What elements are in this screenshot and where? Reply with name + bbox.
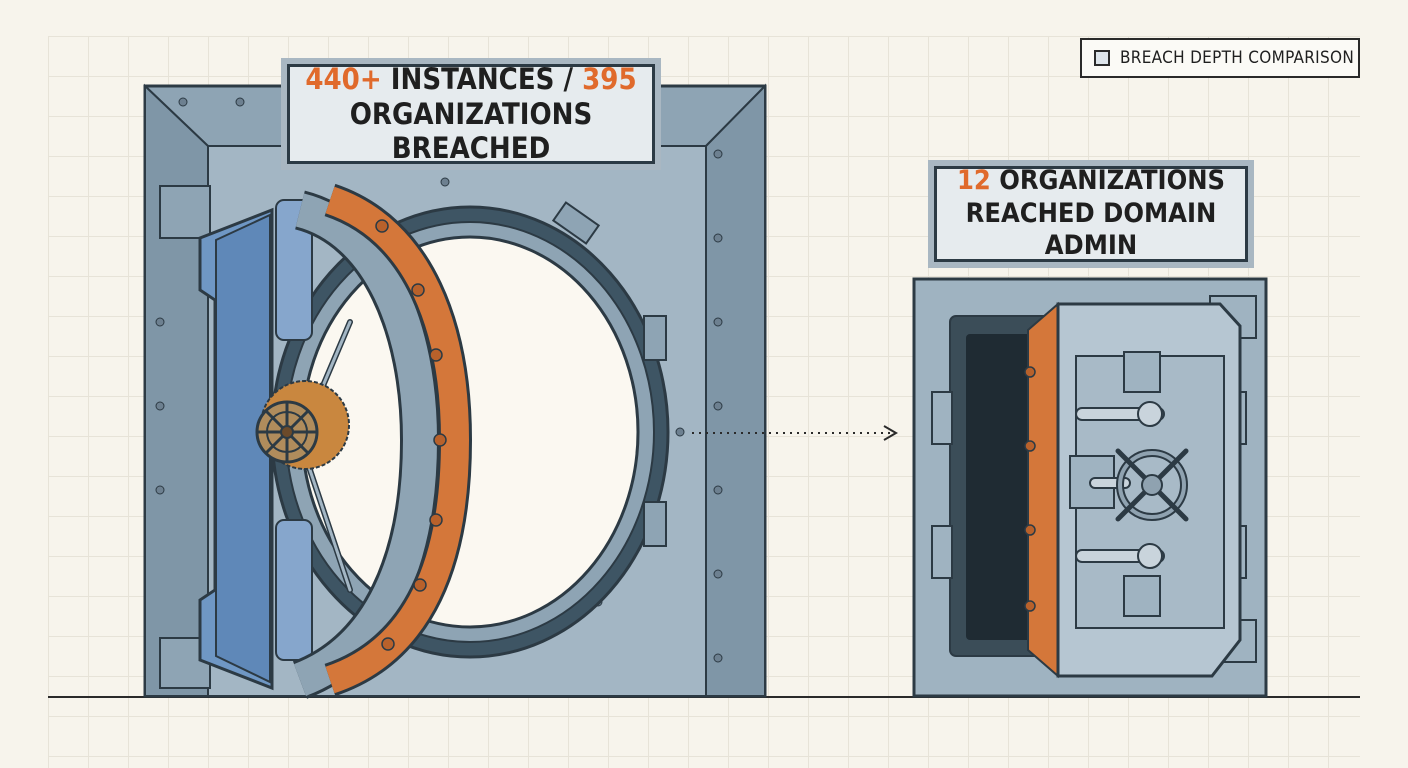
vault-large-icon	[143, 83, 767, 699]
small-vault-line2: REACHED DOMAIN ADMIN	[965, 197, 1217, 262]
large-vault-plaque: 440+ INSTANCES / 395 ORGANIZATIONS BREAC…	[281, 58, 661, 170]
small-vault-line1: 12 ORGANIZATIONS	[957, 165, 1225, 197]
valve-wheel-icon	[255, 380, 350, 470]
small-vault-line1-label: ORGANIZATIONS	[990, 165, 1226, 197]
instances-label: INSTANCES /	[381, 61, 583, 96]
small-vault-plaque: 12 ORGANIZATIONS REACHED DOMAIN ADMIN	[928, 160, 1254, 268]
legend-swatch	[1094, 50, 1110, 66]
domain-admin-count: 12	[956, 165, 991, 197]
organizations-count: 395	[582, 61, 637, 96]
legend-label: BREACH DEPTH COMPARISON	[1120, 48, 1355, 68]
instances-count: 440+	[305, 61, 382, 96]
vault-small-icon	[912, 277, 1268, 698]
dotted-arrow-icon	[692, 425, 898, 441]
large-vault-line1: 440+ INSTANCES / 395	[305, 62, 636, 97]
legend: BREACH DEPTH COMPARISON	[1080, 38, 1360, 78]
large-vault-line2: ORGANIZATIONS BREACHED	[349, 96, 593, 166]
